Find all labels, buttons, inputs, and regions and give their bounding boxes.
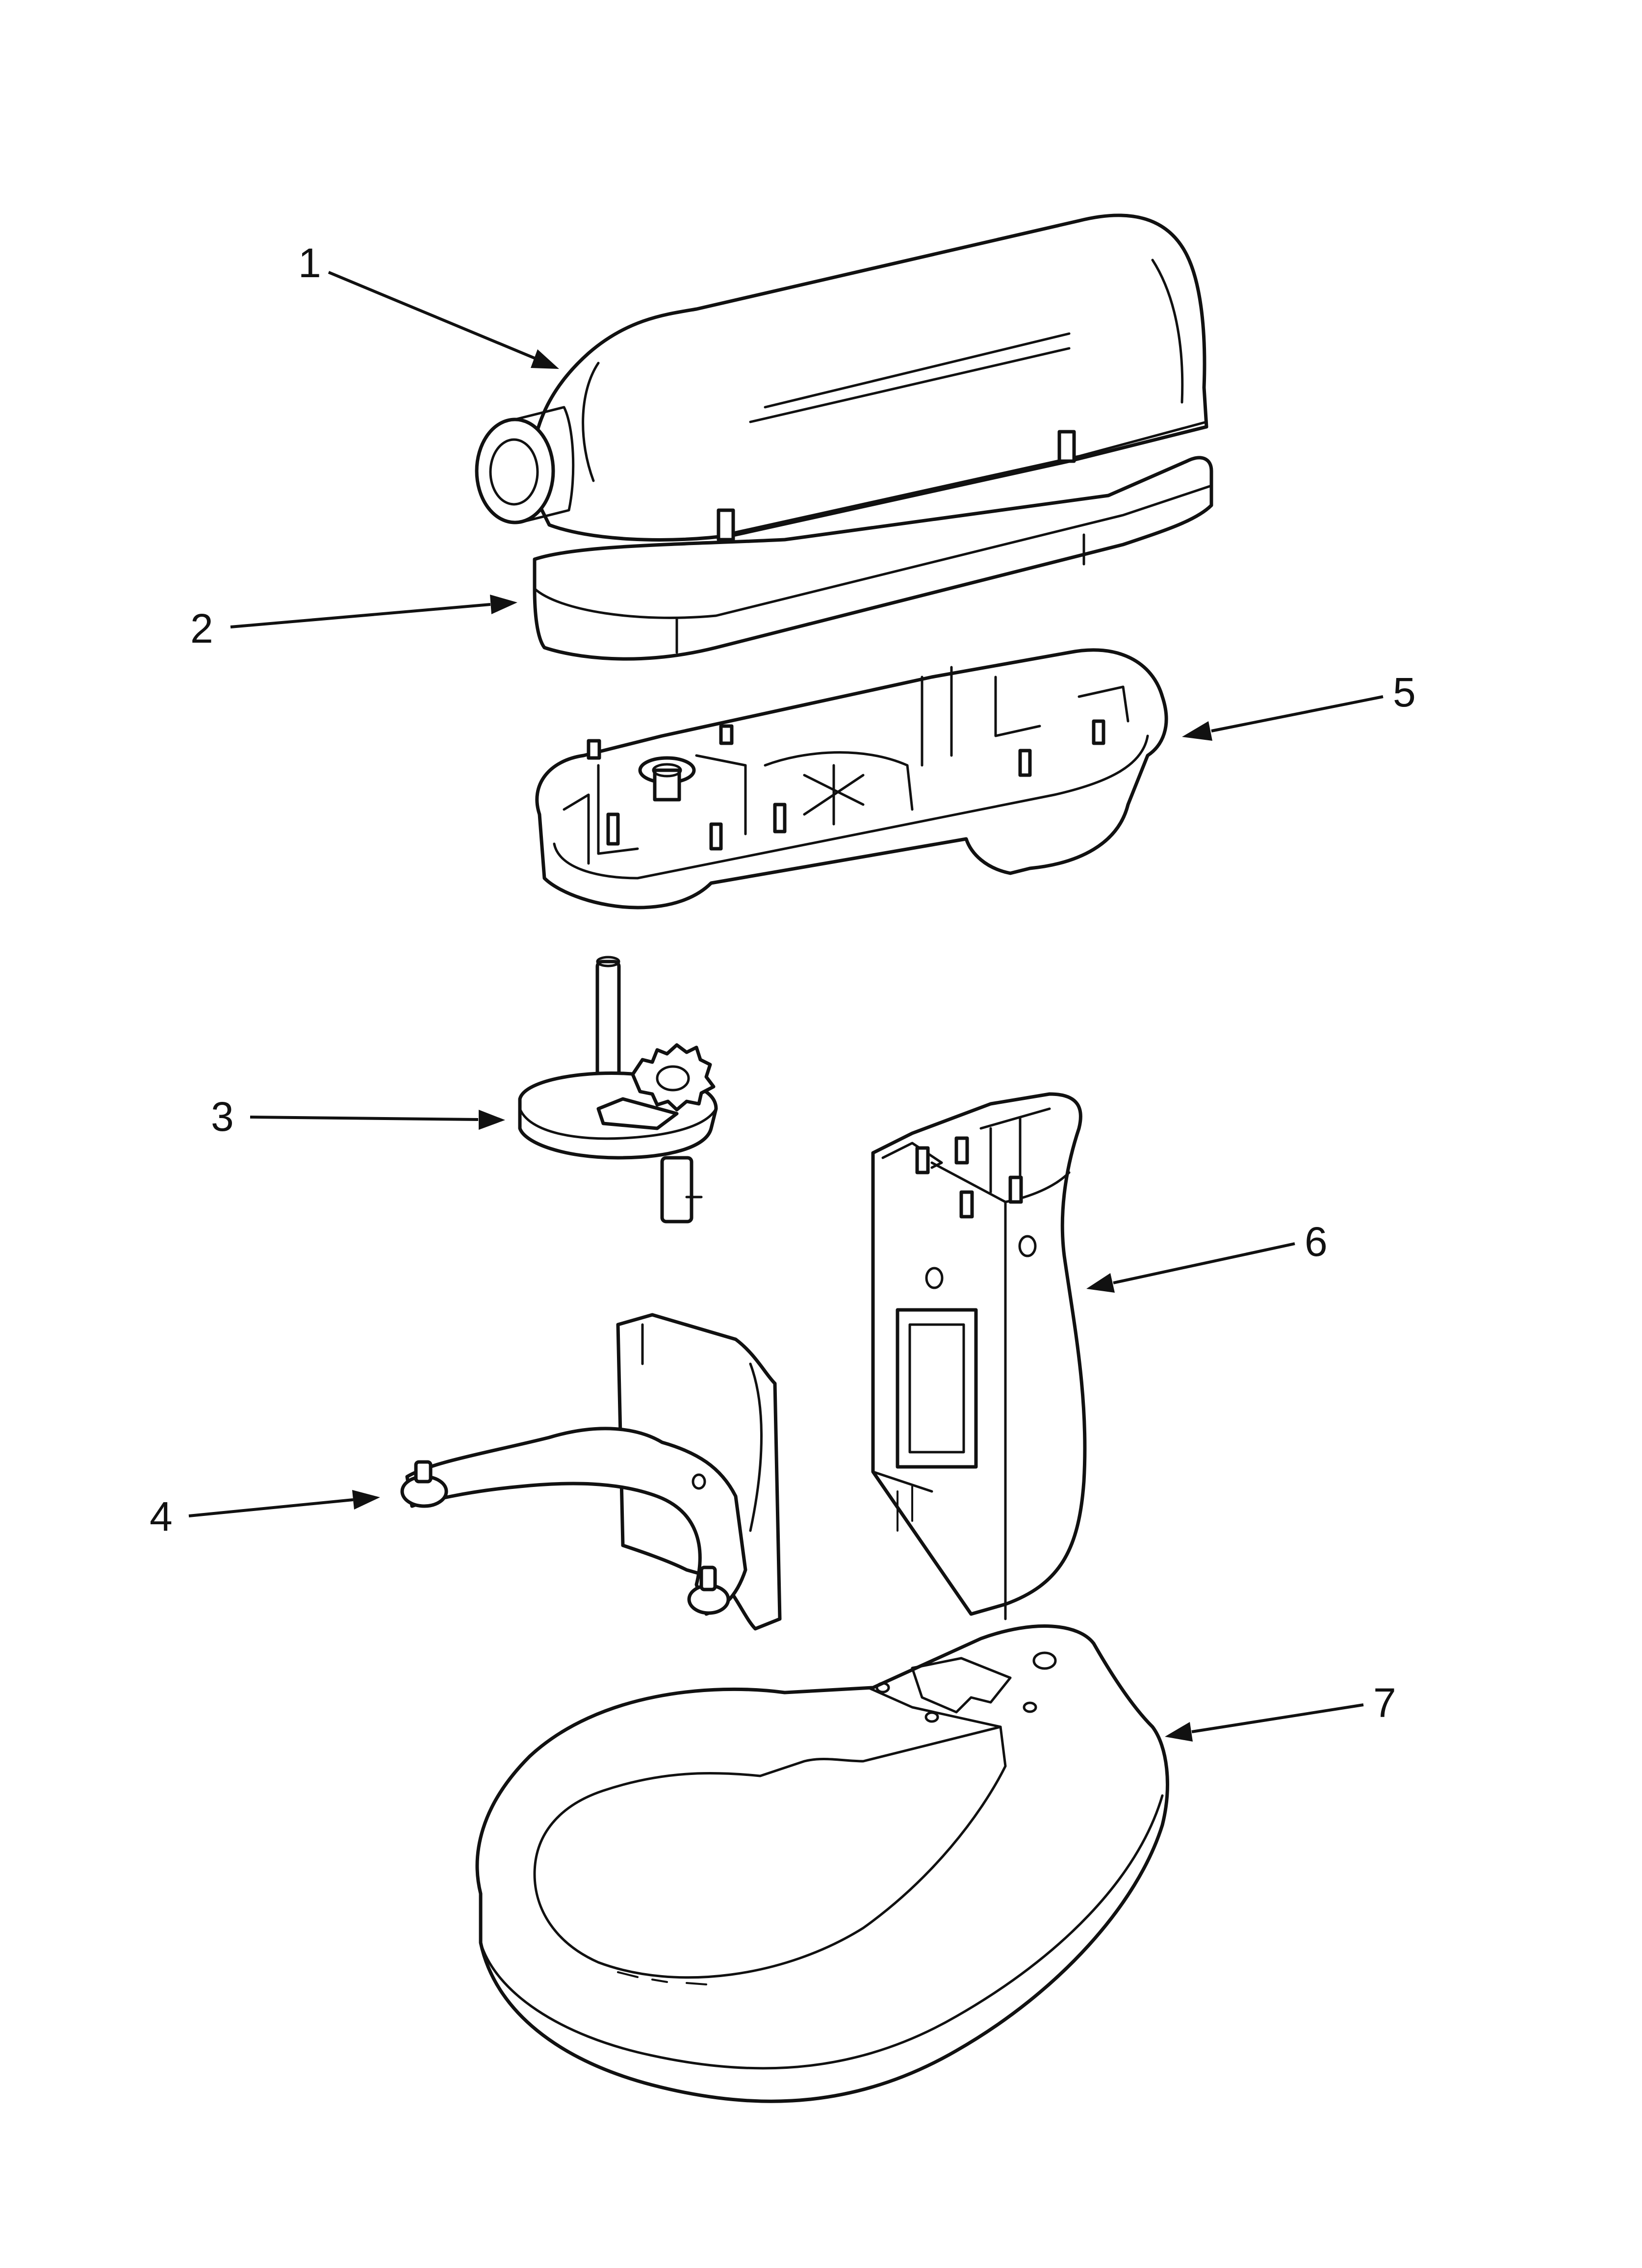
leader-7 [1191, 1703, 1364, 1733]
part-4-bowl-support-arm [400, 1313, 782, 1631]
callout-6: 6 [1305, 1219, 1328, 1265]
arrowhead-5 [1182, 721, 1212, 741]
leader-2 [230, 603, 491, 628]
leader-6 [1113, 1242, 1295, 1284]
arrowhead-7 [1165, 1722, 1193, 1742]
part-5-gear-case [535, 648, 1168, 910]
arrowhead-2 [490, 595, 517, 614]
leader-5 [1211, 695, 1384, 732]
part-1-motor-housing [475, 213, 1208, 542]
leader-1 [328, 271, 536, 360]
callout-7: 7 [1373, 1680, 1396, 1726]
arrowhead-6 [1086, 1273, 1115, 1293]
callout-3: 3 [211, 1094, 234, 1140]
part-6-pedestal-column [871, 1092, 1087, 1620]
leader-lines [188, 271, 1384, 1742]
callout-4: 4 [150, 1493, 173, 1539]
part-7-base [475, 1624, 1169, 2103]
callout-labels: 1 2 5 3 6 4 7 [150, 240, 1416, 1726]
arrowhead-1 [531, 349, 559, 369]
arrowhead-4 [352, 1490, 380, 1510]
callout-2: 2 [190, 605, 213, 652]
callout-1: 1 [298, 240, 321, 286]
leader-3 [250, 1116, 479, 1121]
leader-4 [188, 1498, 354, 1517]
arrowhead-3 [479, 1110, 505, 1130]
callout-5: 5 [1393, 669, 1416, 715]
part-2-trim-band [533, 456, 1213, 661]
part-3-planetary-assembly [518, 956, 718, 1224]
